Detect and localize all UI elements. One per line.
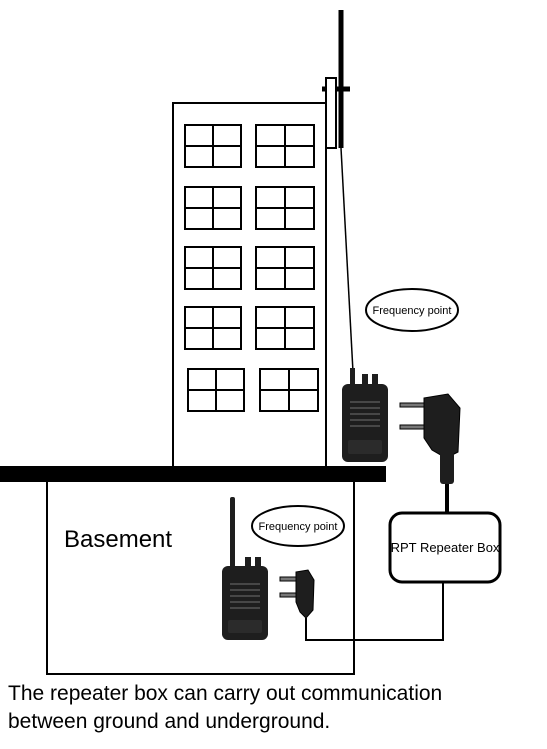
window <box>184 186 242 230</box>
basement-outline <box>46 475 355 675</box>
caption-line-2: between ground and underground. <box>8 710 331 733</box>
window <box>187 368 245 412</box>
basement-radio <box>222 497 268 640</box>
frequency-point-basement-label: Frequency point <box>259 521 338 533</box>
window <box>259 368 319 412</box>
caption: The repeater box can carry out communica… <box>8 680 543 736</box>
frequency-point-basement-bubble: Frequency point <box>251 505 345 547</box>
ground-line <box>0 466 386 482</box>
building-windows <box>184 124 319 412</box>
window <box>255 186 315 230</box>
frequency-point-top-bubble: Frequency point <box>365 288 459 332</box>
basement-cable <box>305 582 444 641</box>
repeater-box-label: RPT Repeater Box <box>391 540 500 555</box>
rooftop-antenna <box>322 10 354 373</box>
building <box>172 102 327 469</box>
window <box>255 124 315 168</box>
window <box>184 306 242 350</box>
caption-line-1: The repeater box can carry out communica… <box>8 682 443 705</box>
basement-label: Basement <box>64 526 172 553</box>
window <box>184 246 242 290</box>
basement-connector-plug <box>279 569 315 619</box>
window <box>255 246 315 290</box>
window <box>255 306 315 350</box>
repeater-box: RPT Repeater Box <box>388 511 502 584</box>
window <box>184 124 242 168</box>
frequency-point-top-label: Frequency point <box>373 305 452 317</box>
top-connector-plug <box>399 393 461 484</box>
ground-radio <box>342 368 388 462</box>
